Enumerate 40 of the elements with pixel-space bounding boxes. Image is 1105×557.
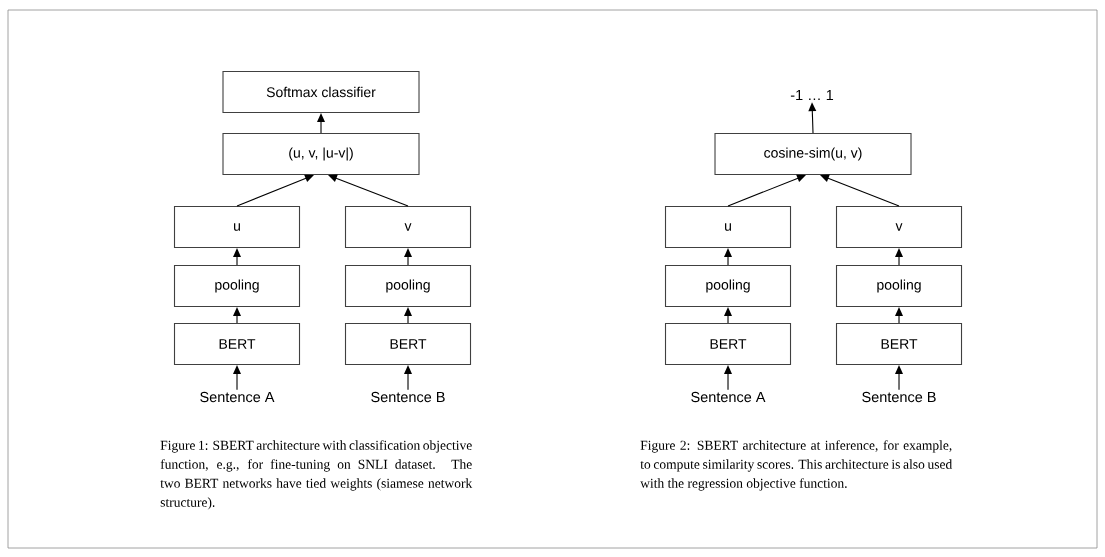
process-box: v	[344, 205, 472, 249]
arrow	[404, 307, 412, 324]
arrow	[895, 248, 903, 266]
arrow	[233, 248, 241, 266]
arrow	[808, 102, 817, 134]
process-box: (u, v, |u-v|)	[222, 132, 420, 176]
arrow	[724, 365, 732, 391]
output-label: -1 … 1	[790, 90, 834, 100]
process-box: Softmax classifier	[222, 70, 420, 114]
input-label: Sentence B	[862, 391, 936, 403]
arrow	[895, 365, 903, 391]
process-box: pooling	[835, 264, 963, 308]
process-box: BERT	[344, 322, 472, 366]
arrow	[236, 174, 314, 207]
arrow	[724, 248, 732, 266]
process-box: pooling	[344, 264, 472, 308]
arrow	[233, 307, 241, 324]
process-box: u	[173, 205, 301, 249]
figure-caption: Figure 2: SBERT architecture at inference, for example, to compute similarity scores. This architecture is also used with the regression objective function.	[640, 440, 953, 491]
arrow	[404, 365, 412, 391]
arrow	[317, 113, 325, 134]
input-label: Sentence B	[371, 391, 445, 403]
process-box: cosine-sim(u, v)	[714, 132, 912, 176]
process-box: pooling	[664, 264, 792, 308]
process-box: BERT	[173, 322, 301, 366]
arrow	[895, 307, 903, 324]
arrow	[328, 174, 409, 207]
process-box: u	[664, 205, 792, 249]
arrow	[727, 174, 806, 207]
process-box: BERT	[664, 322, 792, 366]
arrow	[233, 365, 241, 391]
arrow	[404, 248, 412, 266]
arrow	[724, 307, 732, 324]
arrow	[820, 174, 900, 207]
figure-caption: Figure 1: SBERT architecture with classification objective function, e.g., for fine-tuning on SNLI dataset. The two BERT networks have tied weights (siamese network structure).	[160, 440, 473, 510]
input-label: Sentence A	[200, 391, 275, 403]
process-box: v	[835, 205, 963, 249]
process-box: pooling	[173, 264, 301, 308]
process-box: BERT	[835, 322, 963, 366]
input-label: Sentence A	[691, 391, 766, 403]
